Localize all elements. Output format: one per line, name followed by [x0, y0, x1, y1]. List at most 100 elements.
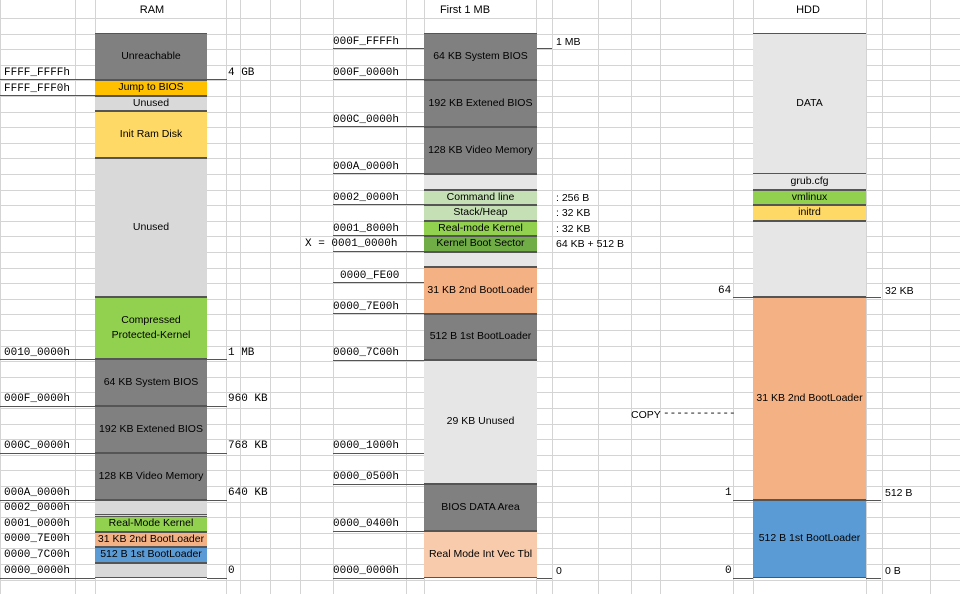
mb-block-2nd-bootloader: 31 KB 2nd BootLoader [424, 267, 537, 314]
first-mb-header: First 1 MB [439, 4, 491, 16]
hdd-size: 0 B [885, 565, 901, 577]
ram-boundary-line [0, 79, 95, 80]
ram-address: FFFF_FFF0h [4, 83, 71, 95]
hdd-sector: 0 [725, 565, 732, 577]
ram-block-compressed-kernel: Compressed Protected-Kernel [95, 297, 207, 359]
ram-boundary-line [0, 359, 95, 360]
hdd-boundary-line [866, 578, 881, 579]
ram-boundary-line [0, 453, 95, 454]
ram-boundary-line [0, 578, 95, 579]
mb-size: : 32 KB [556, 223, 591, 235]
ram-block-blank-1 [95, 500, 207, 515]
mb-size: 1 MB [556, 36, 581, 48]
ram-block-system-bios: 64 KB System BIOS [95, 359, 207, 406]
ram-size: 768 KB [228, 440, 268, 452]
mb-size: 64 KB + 512 B [556, 238, 625, 250]
hdd-sector: 64 [718, 285, 732, 297]
ram-boundary-line [207, 578, 227, 579]
ram-address: FFFF_FFFFh [4, 67, 71, 79]
ram-address: 0002_0000h [4, 502, 71, 514]
ram-boundary-line [207, 406, 227, 407]
hdd-size: 32 KB [885, 285, 914, 297]
mb-block-real-mode-kernel: Real-mode Kernel [424, 221, 537, 236]
mb-block-unused: 29 KB Unused [424, 360, 537, 484]
mb-size: : 256 B [556, 192, 590, 204]
mb-block-kernel-boot-sector: Kernel Boot Sector [424, 236, 537, 252]
mb-boundary-line [333, 126, 424, 127]
mb-address: 0002_0000h [333, 192, 400, 204]
mb-boundary-line [333, 360, 424, 361]
mb-boundary-line [333, 204, 424, 205]
ram-address: 000F_0000h [4, 393, 71, 405]
hdd-header: HDD [796, 4, 820, 16]
ram-address: 0001_0000h [4, 518, 71, 530]
ram-block-ivt-area [95, 563, 207, 578]
mb-boundary-line [537, 578, 552, 579]
hdd-boundary-line [866, 500, 881, 501]
mb-block-command-line: Command line [424, 190, 537, 205]
mb-block-video-memory: 128 KB Video Memory [424, 127, 537, 174]
mb-address: 0000_0400h [333, 518, 400, 530]
mb-block-blank-middle [424, 252, 537, 267]
mb-boundary-line [537, 48, 552, 49]
mb-address: 0000_7C00h [333, 347, 400, 359]
mb-block-ivt: Real Mode Int Vec Tbl [424, 531, 537, 578]
hdd-block-blank [753, 221, 866, 297]
ram-block-extended-bios: 192 KB Extened BIOS [95, 406, 207, 453]
mb-size: : 32 KB [556, 207, 591, 219]
hdd-sector: 1 [725, 487, 732, 499]
hdd-block-initrd: initrd [753, 205, 866, 221]
ram-size: 1 MB [228, 347, 255, 359]
ram-block-unreachable: Unreachable [95, 33, 207, 80]
ram-block-blank-2 [95, 515, 207, 516]
ram-block-real-mode-kernel: Real-Mode Kernel [95, 516, 207, 532]
ram-block-jump-to-bios: Jump to BIOS [95, 80, 207, 96]
ram-boundary-line [207, 500, 227, 501]
ram-block-1st-bootloader: 512 B 1st BootLoader [95, 547, 207, 563]
mb-boundary-line [333, 173, 424, 174]
mb-boundary-line [333, 453, 424, 454]
ram-address: 000A_0000h [4, 487, 71, 499]
ram-header: RAM [139, 4, 165, 16]
mb-boundary-line [333, 235, 424, 236]
mb-address-kernel-base: X = 0001_0000h [305, 238, 398, 250]
mb-address: 000F_FFFFh [333, 36, 400, 48]
ram-block-2nd-bootloader: 31 KB 2nd BootLoader [95, 532, 207, 547]
ram-address: 0000_7E00h [4, 533, 71, 545]
mb-block-blank-upper [424, 174, 537, 190]
mb-size: 0 [556, 565, 562, 577]
mb-address: 0000_FE00 [340, 270, 400, 282]
mb-boundary-line [333, 484, 424, 485]
ram-address: 0000_7C00h [4, 549, 71, 561]
ram-address: 000C_0000h [4, 440, 71, 452]
mb-address: 0000_0000h [333, 565, 400, 577]
mb-address: 0000_0500h [333, 471, 400, 483]
hdd-block-1st-bootloader: 512 B 1st BootLoader [753, 500, 866, 578]
mb-address: 000A_0000h [333, 161, 400, 173]
ram-address: 0010_0000h [4, 347, 71, 359]
hdd-block-2nd-bootloader: 31 KB 2nd BootLoader [753, 297, 866, 500]
copy-arrow-dashes: ----------- [663, 408, 736, 420]
ram-size: 640 KB [228, 487, 268, 499]
ram-block-init-ram-disk: Init Ram Disk [95, 111, 207, 158]
ram-size: 4 GB [228, 67, 255, 79]
ram-address: 0000_0000h [4, 565, 71, 577]
mb-address: 0000_7E00h [333, 301, 400, 313]
ram-boundary-line [0, 406, 95, 407]
ram-boundary-line [207, 359, 227, 360]
mb-boundary-line [333, 313, 424, 314]
hdd-size: 512 B [885, 487, 913, 499]
ram-block-unused: Unused [95, 158, 207, 297]
hdd-block-grub-cfg: grub.cfg [753, 174, 866, 190]
copy-label: COPY [631, 409, 661, 421]
mb-block-stack-heap: Stack/Heap [424, 205, 537, 221]
hdd-boundary-line [866, 297, 881, 298]
ram-boundary-line [0, 500, 95, 501]
mb-boundary-line [333, 578, 424, 579]
ram-size: 960 KB [228, 393, 268, 405]
mb-block-1st-bootloader: 512 B 1st BootLoader [424, 314, 537, 360]
mb-boundary-line [333, 531, 424, 532]
ram-boundary-line [207, 79, 227, 80]
mb-block-system-bios: 64 KB System BIOS [424, 33, 537, 80]
hdd-boundary-line [733, 500, 753, 501]
